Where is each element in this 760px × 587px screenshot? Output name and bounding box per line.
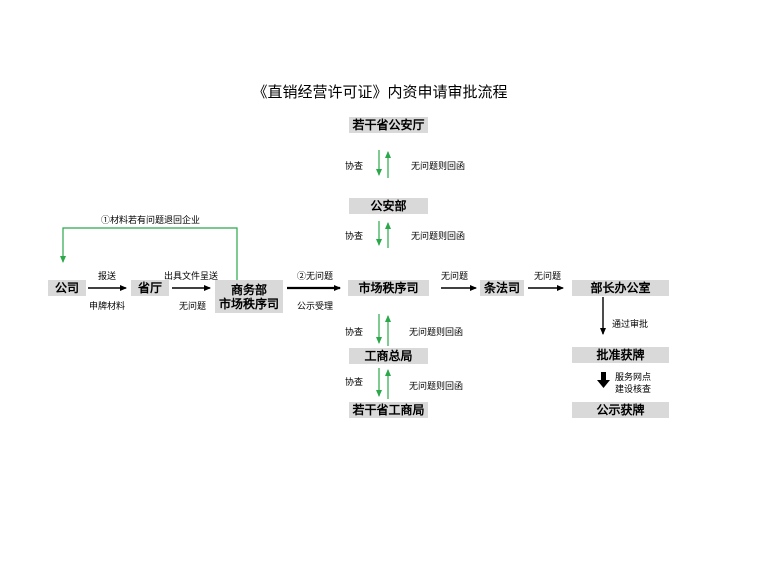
label-submit: 报送 <box>98 272 117 282</box>
label-no-issue-treaty: 无问题 <box>534 272 562 282</box>
node-ministry-commerce-line1: 商务部 <box>230 282 267 297</box>
node-ministry-public-security: 公安部 <box>349 198 428 214</box>
return-loop-arrow <box>60 227 238 280</box>
label-pass-review: 通过审批 <box>612 320 649 330</box>
node-provincial-public-security: 若干省公安厅 <box>349 117 428 133</box>
label-no-issue-reply-2: 无问题则回函 <box>411 232 466 242</box>
label-no-issue-2: ②无问题 <box>297 272 334 282</box>
bidirectional-arrow-aic-top <box>376 314 391 346</box>
node-treaty-law-dept: 条法司 <box>480 280 524 296</box>
bidirectional-arrow-aic-bottom <box>376 368 391 399</box>
arrow-approved-to-public <box>597 372 610 388</box>
label-assist-check-4: 协查 <box>345 378 364 388</box>
node-saic: 工商总局 <box>349 348 428 364</box>
bidirectional-arrow-ps-bottom <box>376 221 391 248</box>
page-title: 《直销经营许可证》内资申请审批流程 <box>252 83 508 101</box>
label-service-network-2: 建设核查 <box>615 385 652 395</box>
label-service-network-1: 服务网点 <box>615 373 652 383</box>
node-company: 公司 <box>48 280 86 296</box>
label-apply-materials: 申牌材料 <box>89 302 126 312</box>
label-public-accept: 公示受理 <box>297 302 334 312</box>
node-approved-license: 批准获牌 <box>572 347 669 363</box>
label-no-issue-province: 无问题 <box>179 302 207 312</box>
node-public-license: 公示获牌 <box>572 402 669 418</box>
node-province-office: 省厅 <box>131 280 169 296</box>
label-no-issue-reply-4: 无问题则回函 <box>409 382 464 392</box>
label-return-if-issue: ①材料若有问题退回企业 <box>101 216 201 226</box>
node-provincial-aic: 若干省工商局 <box>349 402 428 418</box>
label-no-issue-reply-3: 无问题则回函 <box>409 328 464 338</box>
label-assist-check-1: 协查 <box>345 162 364 172</box>
label-assist-check-2: 协查 <box>345 232 364 242</box>
bidirectional-arrow-ps-top <box>376 150 391 178</box>
node-ministry-commerce-line2: 市场秩序司 <box>218 296 279 311</box>
label-no-issue-market: 无问题 <box>441 272 469 282</box>
label-assist-check-3: 协查 <box>345 328 364 338</box>
node-minister-office: 部长办公室 <box>572 280 669 296</box>
label-no-issue-reply-1: 无问题则回函 <box>411 162 466 172</box>
label-issue-document: 出具文件呈送 <box>164 272 219 282</box>
node-market-order-dept: 市场秩序司 <box>348 280 429 296</box>
node-ministry-commerce: 商务部 市场秩序司 <box>215 280 283 313</box>
